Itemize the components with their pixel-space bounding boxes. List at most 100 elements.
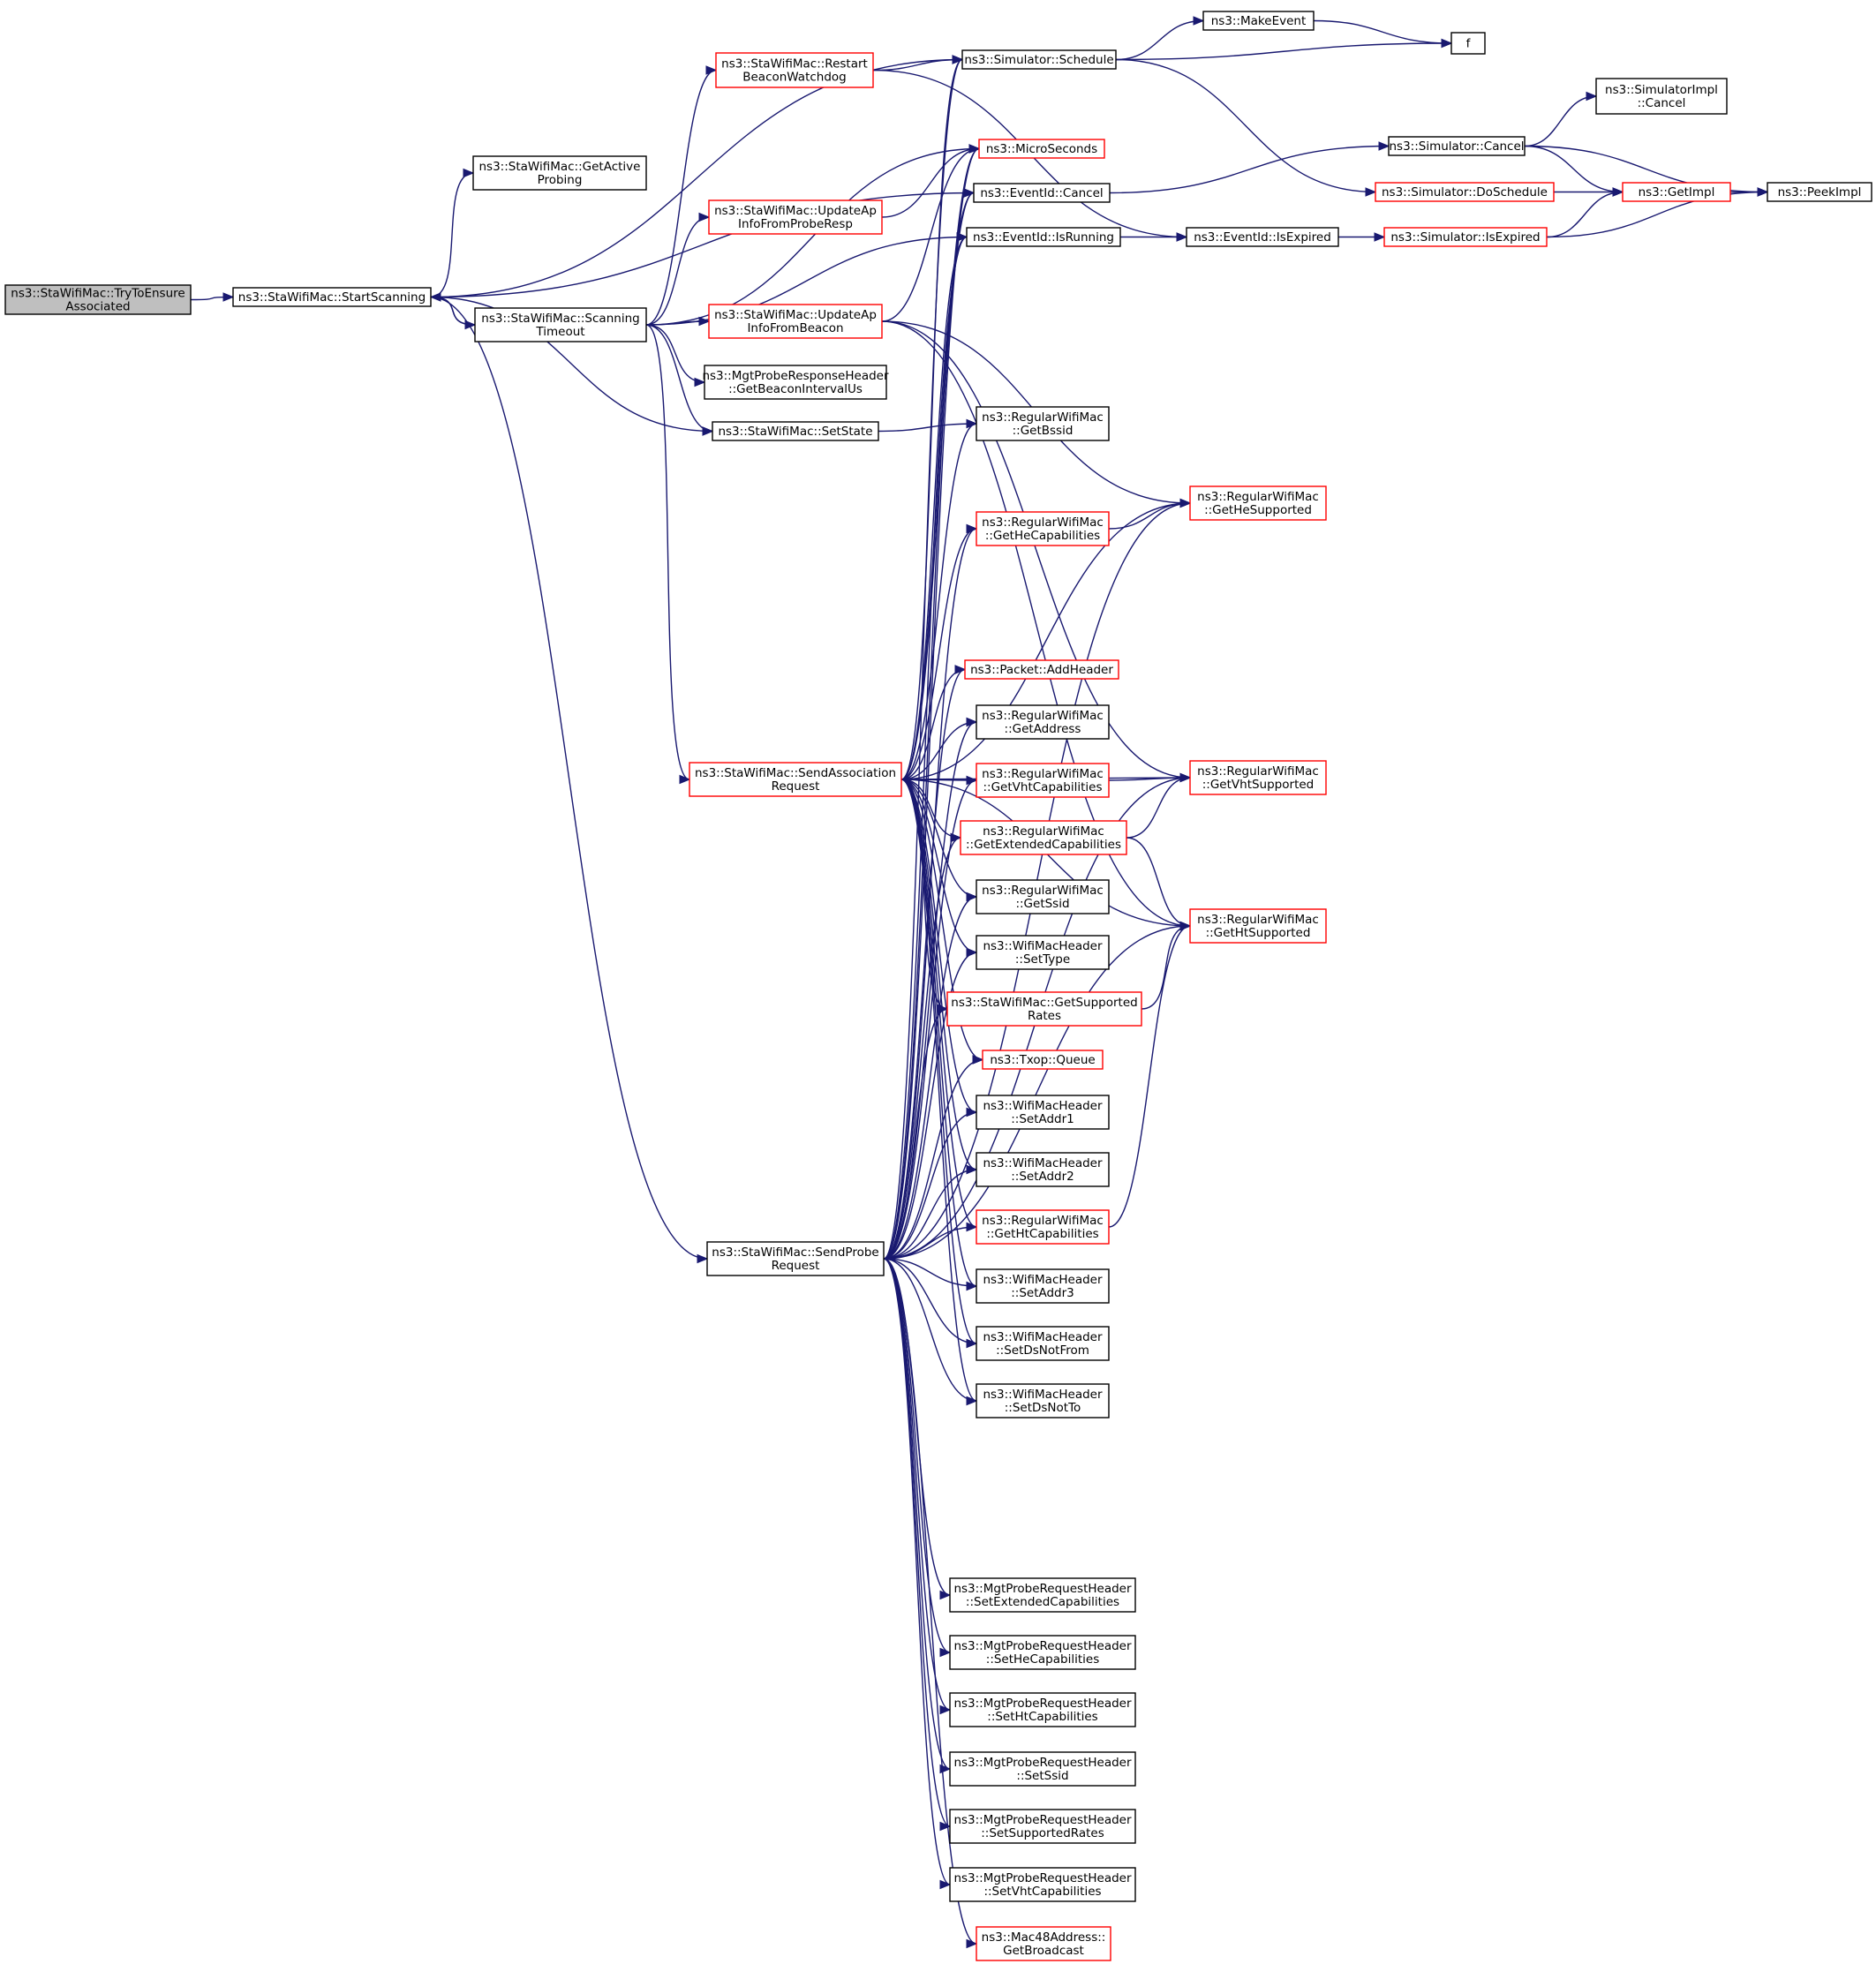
node-ns3-mac48address-getbroadcast[interactable]: ns3::Mac48Address::GetBroadcast xyxy=(976,1926,1111,1961)
node-ns3-mgtproberequestheader-setvhtcapabilities[interactable]: ns3::MgtProbeRequestHeader::SetVhtCapabi… xyxy=(949,1867,1136,1902)
edge-sendprobe-to-micro xyxy=(883,144,981,1260)
node-ns3-getimpl[interactable]: ns3::GetImpl xyxy=(1622,182,1731,202)
node-ns3-peekimpl[interactable]: ns3::PeekImpl xyxy=(1767,182,1872,202)
node-ns3-regularwifimac-getvhtcapabilities[interactable]: ns3::RegularWifiMac::GetVhtCapabilities xyxy=(976,763,1110,798)
arrowhead-icon xyxy=(956,232,968,242)
node-ns3-wifimacheader-setaddr2[interactable]: ns3::WifiMacHeader::SetAddr2 xyxy=(976,1152,1110,1187)
node-ns3-regularwifimac-getextendedcapabilities[interactable]: ns3::RegularWifiMac::GetExtendedCapabili… xyxy=(960,820,1127,855)
edge-line xyxy=(883,896,977,1260)
node-ns3-eventid-cancel[interactable]: ns3::EventId::Cancel xyxy=(973,183,1111,203)
node-label: ns3::MakeEvent xyxy=(1211,14,1307,28)
node-label: ::GetBssid xyxy=(1013,424,1074,438)
edge-sendprobe-to-queue xyxy=(883,1055,984,1260)
node-box xyxy=(1189,485,1327,521)
node-ns3-wifimacheader-setaddr1[interactable]: ns3::WifiMacHeader::SetAddr1 xyxy=(976,1095,1110,1130)
node-ns3-simulator-doschedule[interactable]: ns3::Simulator::DoSchedule xyxy=(1375,182,1555,202)
node-ns3-makeevent[interactable]: ns3::MakeEvent xyxy=(1202,11,1315,31)
node-label: ns3::MgtProbeRequestHeader xyxy=(953,1639,1132,1653)
node-ns3-wifimacheader-setdsnotto[interactable]: ns3::WifiMacHeader::SetDsNotTo xyxy=(976,1383,1110,1418)
node-box xyxy=(715,52,874,88)
node-ns3-regularwifimac-gethtsupported[interactable]: ns3::RegularWifiMac::GetHtSupported xyxy=(1189,908,1327,944)
node-ns3-stawifimac-startscanning[interactable]: ns3::StaWifiMac::StartScanning xyxy=(232,287,432,307)
edge-line xyxy=(1313,19,1452,44)
node-ns3-microseconds[interactable]: ns3::MicroSeconds xyxy=(978,139,1105,159)
node-box xyxy=(949,1692,1136,1727)
arrowhead-icon xyxy=(966,1396,978,1406)
edge-line xyxy=(883,1258,977,1287)
node-box xyxy=(976,935,1110,970)
arrowhead-icon xyxy=(963,188,976,198)
arrowhead-icon xyxy=(966,1938,978,1949)
edge-sendassoc-to-getbssid xyxy=(900,418,978,780)
edge-line xyxy=(1108,925,1191,1228)
node-ns3-regularwifimac-getssid[interactable]: ns3::RegularWifiMac::GetSsid xyxy=(976,879,1110,914)
node-box xyxy=(474,307,647,342)
node-ns3-regularwifimac-getvhtsupported[interactable]: ns3::RegularWifiMac::GetVhtSupported xyxy=(1189,760,1327,795)
node-ns3-regularwifimac-gethecapabilities[interactable]: ns3::RegularWifiMac::GetHeCapabilities xyxy=(976,511,1110,546)
node-box xyxy=(1388,136,1526,156)
node-ns3-mgtproberequestheader-setextendedcapabilities[interactable]: ns3::MgtProbeRequestHeader::SetExtendedC… xyxy=(949,1577,1136,1613)
node-ns3-eventid-isrunning[interactable]: ns3::EventId::IsRunning xyxy=(966,227,1121,247)
node-label: ns3::EventId::IsRunning xyxy=(973,230,1114,245)
node-ns3-stawifimac-updateap-infofromproberesp[interactable]: ns3::StaWifiMac::UpdateApInfoFromProbeRe… xyxy=(708,199,883,235)
node-label: ns3::RegularWifiMac xyxy=(982,1214,1104,1228)
edge-startscan-to-getactive xyxy=(430,168,475,298)
node-ns3-mgtproberequestheader-setssid[interactable]: ns3::MgtProbeRequestHeader::SetSsid xyxy=(949,1751,1136,1787)
node-ns3-wifimacheader-setaddr3[interactable]: ns3::WifiMacHeader::SetAddr3 xyxy=(976,1268,1110,1304)
node-box xyxy=(976,1152,1110,1187)
node-ns3-regularwifimac-gethtcapabilities[interactable]: ns3::RegularWifiMac::GetHtCapabilities xyxy=(976,1209,1110,1245)
edge-line xyxy=(883,952,977,1260)
edge-line xyxy=(1126,777,1191,839)
node-ns3-simulator-schedule[interactable]: ns3::Simulator::Schedule xyxy=(961,49,1117,70)
node-box xyxy=(978,139,1105,159)
node-ns3-wifimacheader-setdsnotfrom[interactable]: ns3::WifiMacHeader::SetDsNotFrom xyxy=(976,1326,1110,1361)
arrowhead-icon xyxy=(966,523,978,534)
node-ns3-packet-addheader[interactable]: ns3::Packet::AddHeader xyxy=(964,659,1119,680)
arrowhead-icon xyxy=(697,1253,709,1264)
arrowhead-icon xyxy=(1757,187,1769,197)
node-label: ::SetVhtCapabilities xyxy=(983,1885,1101,1899)
node-label: ::GetBeaconIntervalUs xyxy=(728,382,863,396)
edge-line xyxy=(881,320,1191,779)
node-ns3-simulator-cancel[interactable]: ns3::Simulator::Cancel xyxy=(1388,136,1526,156)
arrowhead-icon xyxy=(698,316,711,327)
node-label: ::GetAddress xyxy=(1005,722,1081,736)
node-ns3-eventid-isexpired[interactable]: ns3::EventId::IsExpired xyxy=(1186,227,1339,247)
node-ns3-mgtproberequestheader-setsupportedrates[interactable]: ns3::MgtProbeRequestHeader::SetSupported… xyxy=(949,1809,1136,1844)
node-label: ns3::StaWifiMac::SendAssociation xyxy=(695,766,896,780)
node-label: Request xyxy=(772,779,820,794)
node-label: ns3::WifiMacHeader xyxy=(983,1099,1103,1113)
node-box xyxy=(960,820,1127,855)
node-ns3-simulatorimpl-cancel[interactable]: ns3::SimulatorImpl::Cancel xyxy=(1595,78,1728,115)
node-label: ns3::RegularWifiMac xyxy=(982,410,1104,425)
edge-simisexpired-to-getimpl xyxy=(1546,187,1624,238)
node-label: ns3::WifiMacHeader xyxy=(983,1330,1103,1344)
node-ns3-simulator-isexpired[interactable]: ns3::Simulator::IsExpired xyxy=(1383,227,1548,247)
node-ns3-wifimacheader-settype[interactable]: ns3::WifiMacHeader::SetType xyxy=(976,935,1110,970)
node-f[interactable]: f xyxy=(1450,32,1486,55)
node-ns3-stawifimac-setstate[interactable]: ns3::StaWifiMac::SetState xyxy=(712,421,879,441)
node-label: ns3::RegularWifiMac xyxy=(1197,913,1319,927)
node-ns3-mgtproberesponseheader-getbeaconintervalus[interactable]: ns3::MgtProbeResponseHeader::GetBeaconIn… xyxy=(702,365,889,400)
edge-line xyxy=(881,147,980,218)
node-box xyxy=(976,763,1110,798)
node-ns3-regularwifimac-getaddress[interactable]: ns3::RegularWifiMac::GetAddress xyxy=(976,704,1110,740)
edge-sendprobe-to-evcancel xyxy=(883,188,976,1260)
edge-scantimeout-to-startscan xyxy=(429,292,476,326)
node-ns3-txop-queue[interactable]: ns3::Txop::Queue xyxy=(982,1050,1104,1070)
node-box xyxy=(982,1050,1104,1070)
node-ns3-mgtproberequestheader-sethtcapabilities[interactable]: ns3::MgtProbeRequestHeader::SetHtCapabil… xyxy=(949,1692,1136,1727)
arrowhead-icon xyxy=(972,1055,984,1065)
node-ns3-regularwifimac-getbssid[interactable]: ns3::RegularWifiMac::GetBssid xyxy=(976,406,1110,441)
node-ns3-mgtproberequestheader-sethecapabilities[interactable]: ns3::MgtProbeRequestHeader::SetHeCapabil… xyxy=(949,1635,1136,1670)
edge-scantimeout-to-setstate xyxy=(645,324,714,436)
node-ns3-regularwifimac-gethesupported[interactable]: ns3::RegularWifiMac::GetHeSupported xyxy=(1189,485,1327,521)
